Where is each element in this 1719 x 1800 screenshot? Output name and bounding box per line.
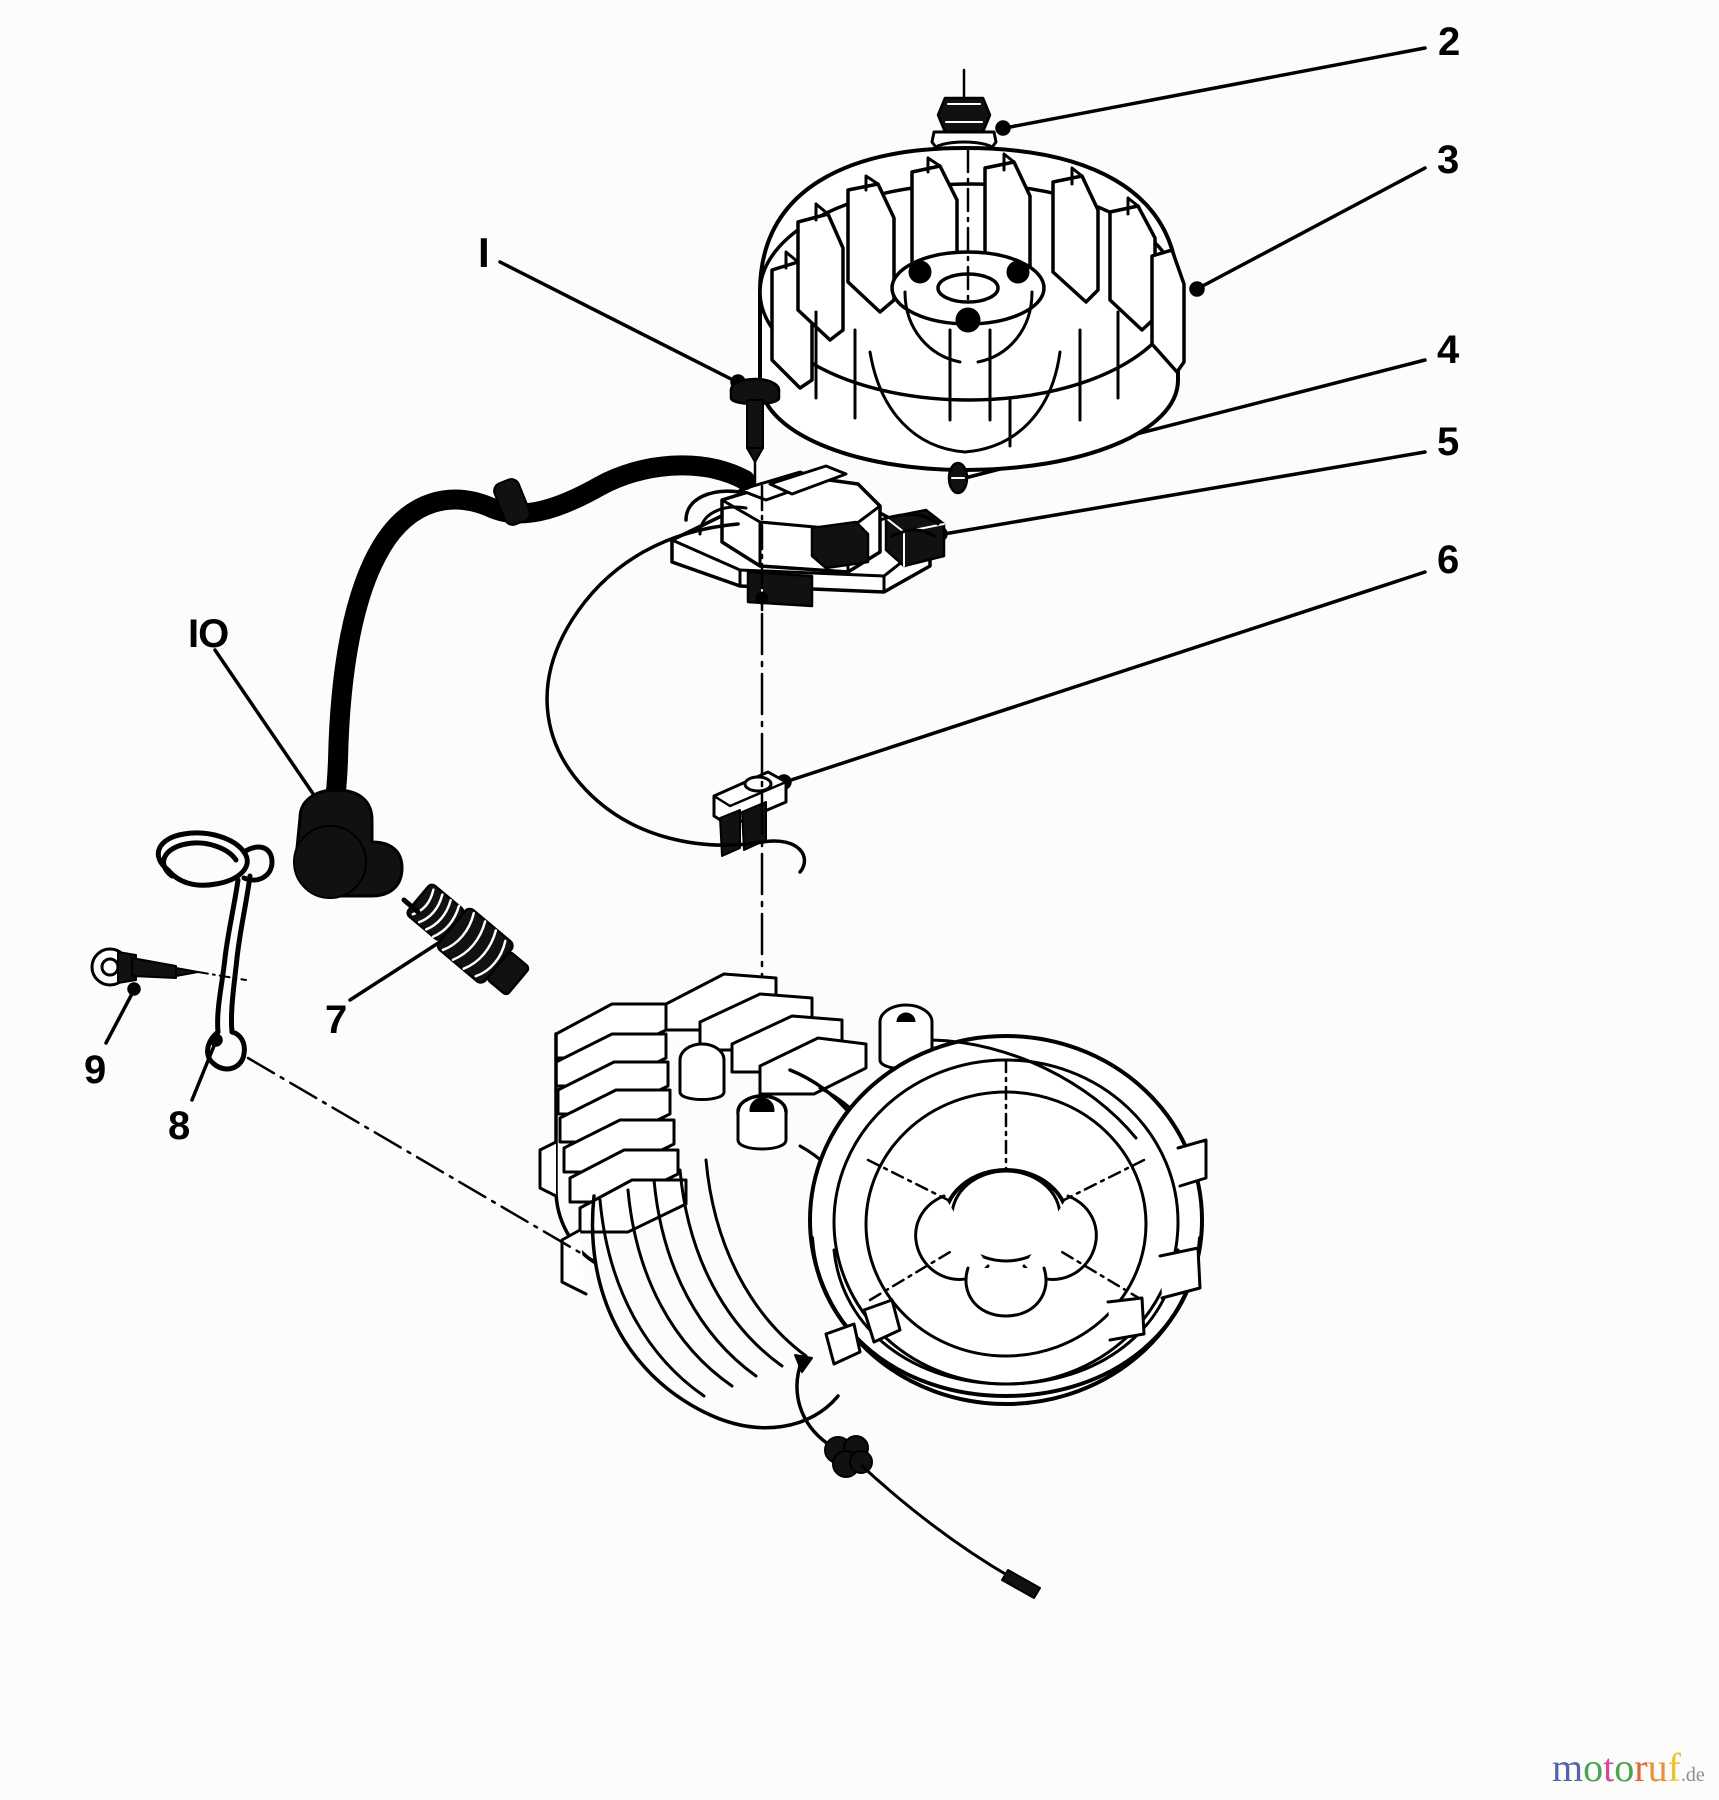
retainer-screw-part (90, 947, 247, 987)
callout-label-9: 9 (84, 1048, 106, 1092)
motoruf-watermark: motoruf.de (1552, 1748, 1705, 1788)
callout-label-4: 4 (1437, 328, 1459, 372)
watermark-letter-u: u (1647, 1745, 1668, 1790)
flywheel-nut-part (930, 68, 998, 160)
flywheel-key-part (947, 461, 969, 495)
watermark-letter-m: m (1552, 1745, 1584, 1790)
engine-cylinder-and-crankcase (538, 972, 1208, 1430)
callout-label-2: 2 (1438, 20, 1460, 64)
ground-wire-clip-part (545, 522, 807, 1112)
wire-retainer-part (155, 830, 275, 1072)
mounting-bolt-part (729, 377, 781, 488)
watermark-letter-f: f (1667, 1745, 1681, 1790)
watermark-letter-t: t (1603, 1745, 1615, 1790)
callout-label-8: 8 (168, 1104, 190, 1148)
spark-plug-part (401, 883, 530, 996)
callout-label-3: 3 (1437, 138, 1459, 182)
callout-label-1: I (478, 229, 490, 276)
callout-label-6: 6 (1437, 538, 1459, 582)
flywheel-assembly (758, 146, 1186, 472)
callout-label-7: 7 (325, 998, 347, 1042)
watermark-letter-r: r (1634, 1745, 1648, 1790)
leader-lines (104, 46, 1427, 1102)
spark-plug-lead-part (293, 455, 755, 899)
watermark-letter-o2: o (1614, 1745, 1635, 1790)
callout-label-5: 5 (1437, 420, 1459, 464)
callout-label-10: IO (188, 612, 229, 656)
kill-wire-lead (794, 1354, 1041, 1599)
ignition-coil-armature-part (670, 464, 946, 612)
watermark-letter-o1: o (1583, 1745, 1604, 1790)
watermark-tld: .de (1680, 1764, 1705, 1786)
